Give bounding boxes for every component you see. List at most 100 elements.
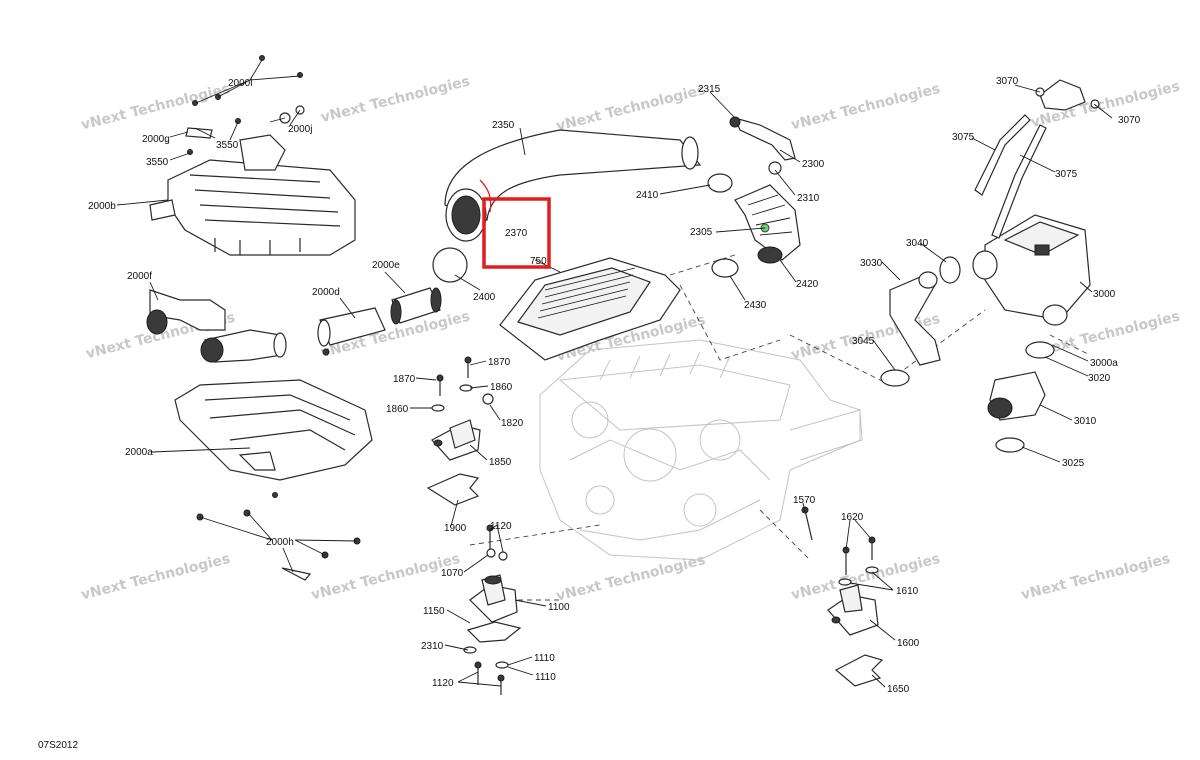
callout-3000a: 3000a: [1090, 358, 1118, 369]
intake-manifold-bottom: [174, 379, 373, 498]
coupler-2000e: [390, 287, 442, 325]
intercooler-3000: [972, 214, 1091, 326]
clamp-3025: [995, 437, 1025, 453]
plate-1650: [834, 654, 884, 687]
assembly-lines: [469, 254, 1091, 601]
callout-2350: 2350: [492, 120, 515, 131]
callout-3020: 3020: [1088, 373, 1111, 384]
watermark: vNext Technologies: [309, 551, 461, 604]
mount-1850: [431, 419, 481, 461]
coupler-2000d: [317, 307, 386, 356]
callout-1650: 1650: [887, 684, 910, 695]
duct-2350: [444, 129, 702, 242]
callout-1600: 1600: [897, 638, 920, 649]
watermark: vNext Technologies: [555, 82, 707, 135]
bolts-1570-1620-1610: [801, 506, 879, 586]
callout-2310: 2310: [797, 193, 820, 204]
callout-1570: 1570: [793, 495, 816, 506]
mount-1100: [469, 574, 518, 623]
clamp-2410: [707, 173, 733, 193]
callout-2305: 2305: [690, 227, 713, 238]
callout-3010: 3010: [1074, 416, 1097, 427]
leader-lines: [116, 59, 1113, 688]
callout-3070: 3070: [996, 76, 1019, 87]
intake-manifold-top: [149, 55, 356, 256]
hose-2000f: [146, 289, 287, 363]
callout-3045: 3045: [852, 336, 875, 347]
callout-1620: 1620: [841, 512, 864, 523]
callout-1100: 1100: [548, 602, 570, 613]
callout-3025: 3025: [1062, 458, 1085, 469]
mount-1600: [827, 584, 879, 636]
watermark: vNext Technologies: [1019, 551, 1171, 604]
callout-3550: 3550: [216, 140, 239, 151]
callout-3030: 3030: [860, 258, 883, 269]
callout-2000g: 2000g: [142, 134, 170, 145]
callout-1820: 1820: [501, 418, 524, 429]
callout-1120: 1120: [432, 678, 454, 689]
hose-3010: [987, 371, 1046, 421]
bolts-1120-1110: [463, 524, 509, 695]
callout-2000f: 2000f: [127, 271, 152, 282]
callout-1120: 1120: [490, 521, 512, 532]
callout-1610: 1610: [896, 586, 919, 597]
callout-labels: 2000i 2000j 2000g 3550 3550 2000b 2000f …: [38, 76, 1141, 751]
callout-2300: 2300: [802, 159, 825, 170]
callout-2000a: 2000a: [125, 447, 153, 458]
callout-2000d: 2000d: [312, 287, 340, 298]
callout-2000e: 2000e: [372, 260, 400, 271]
watermark: vNext Technologies: [319, 73, 471, 126]
strap-3075: [974, 114, 1047, 239]
callout-3075: 3075: [1055, 169, 1078, 180]
cover-750: [499, 257, 681, 361]
callout-2420: 2420: [796, 279, 819, 290]
clamp-3020: [1025, 341, 1055, 359]
callout-2370: 2370: [505, 228, 528, 239]
clamp-3045: [880, 369, 910, 387]
callout-1900: 1900: [444, 523, 467, 534]
clamp-3040: [939, 256, 961, 284]
callout-1150: 1150: [423, 606, 445, 617]
watermark: vNext Technologies: [79, 551, 231, 604]
hose-2420: [734, 184, 801, 264]
callout-1110: 1110: [534, 653, 555, 664]
engine-ghost: [539, 339, 863, 561]
callout-3075: 3075: [952, 132, 975, 143]
bracket-3070: [1035, 79, 1100, 111]
callout-2410: 2410: [636, 190, 659, 201]
plate-1900: [426, 473, 480, 506]
bolts-1870-1860: [431, 356, 494, 412]
clamp-2430: [711, 258, 739, 278]
callout-1870: 1870: [393, 374, 416, 385]
watermark: vNext Technologies: [789, 551, 941, 604]
callout-2430: 2430: [744, 300, 767, 311]
watermark: vNext Technologies: [789, 81, 941, 134]
callout-3000: 3000: [1093, 289, 1116, 300]
callout-1850: 1850: [489, 457, 512, 468]
watermark: vNext Technologies: [79, 81, 231, 134]
callout-3550: 3550: [146, 157, 169, 168]
callout-1110: 1110: [535, 672, 556, 683]
highlight-box-2370[interactable]: [482, 197, 551, 269]
callout-2400: 2400: [473, 292, 496, 303]
breather-hose: [729, 116, 796, 175]
callout-750: 750: [530, 256, 547, 267]
diagram-code: 07S2012: [38, 740, 78, 751]
callout-2000h: 2000h: [266, 537, 294, 548]
callout-1860: 1860: [386, 404, 409, 415]
callout-2310: 2310: [421, 641, 444, 652]
watermark: vNext Technologies: [555, 552, 707, 605]
plate-1150: [466, 621, 522, 643]
callout-2000b: 2000b: [88, 201, 116, 212]
callout-2315: 2315: [698, 84, 721, 95]
callout-3070: 3070: [1118, 115, 1141, 126]
callout-2000j: 2000j: [288, 124, 312, 135]
hose-3030: [889, 271, 941, 366]
clamp-2400: [432, 247, 468, 283]
callout-3040: 3040: [906, 238, 929, 249]
callout-1860: 1860: [490, 382, 513, 393]
callout-2000i: 2000i: [228, 78, 252, 89]
callout-1870: 1870: [488, 357, 511, 368]
callout-1070: 1070: [441, 568, 464, 579]
